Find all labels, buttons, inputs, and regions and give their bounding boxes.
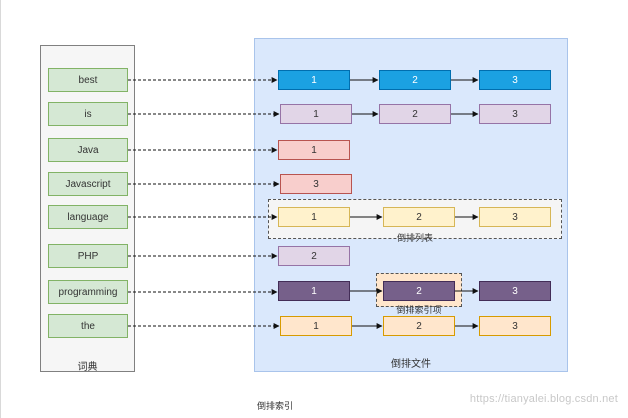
term-programming[interactable]: programming	[48, 280, 128, 304]
posting-programming-3[interactable]: 3	[479, 281, 551, 301]
posting-java-1[interactable]: 1	[278, 140, 350, 160]
posting-best-2[interactable]: 2	[379, 70, 451, 90]
term-java[interactable]: Java	[48, 138, 128, 162]
posting-the-1[interactable]: 1	[280, 316, 352, 336]
watermark-text: https://tianyalei.blog.csdn.net	[469, 393, 618, 405]
posting-list-label: 倒排列表	[396, 233, 433, 243]
term-best[interactable]: best	[48, 68, 128, 92]
posting-best-1[interactable]: 1	[278, 70, 350, 90]
posting-programming-2[interactable]: 2	[383, 281, 455, 301]
posting-language-2[interactable]: 2	[383, 207, 455, 227]
posting-php-2[interactable]: 2	[278, 246, 350, 266]
left-edge-line	[0, 0, 1, 418]
posting-javascript-3[interactable]: 3	[280, 174, 352, 194]
inverted-file-title: 倒排文件	[391, 359, 431, 370]
posting-is-3[interactable]: 3	[479, 104, 551, 124]
term-language[interactable]: language	[48, 205, 128, 229]
diagram-caption: 倒排索引	[256, 401, 293, 411]
posting-programming-1[interactable]: 1	[278, 281, 350, 301]
posting-language-3[interactable]: 3	[479, 207, 551, 227]
posting-the-2[interactable]: 2	[383, 316, 455, 336]
posting-is-2[interactable]: 2	[379, 104, 451, 124]
term-the[interactable]: the	[48, 314, 128, 338]
term-php[interactable]: PHP	[48, 244, 128, 268]
term-javascript[interactable]: Javascript	[48, 172, 128, 196]
posting-is-1[interactable]: 1	[280, 104, 352, 124]
dictionary-title: 词典	[77, 362, 98, 373]
posting-item-label: 倒排索引项	[396, 305, 442, 315]
posting-language-1[interactable]: 1	[278, 207, 350, 227]
posting-best-3[interactable]: 3	[479, 70, 551, 90]
term-is[interactable]: is	[48, 102, 128, 126]
posting-the-3[interactable]: 3	[479, 316, 551, 336]
